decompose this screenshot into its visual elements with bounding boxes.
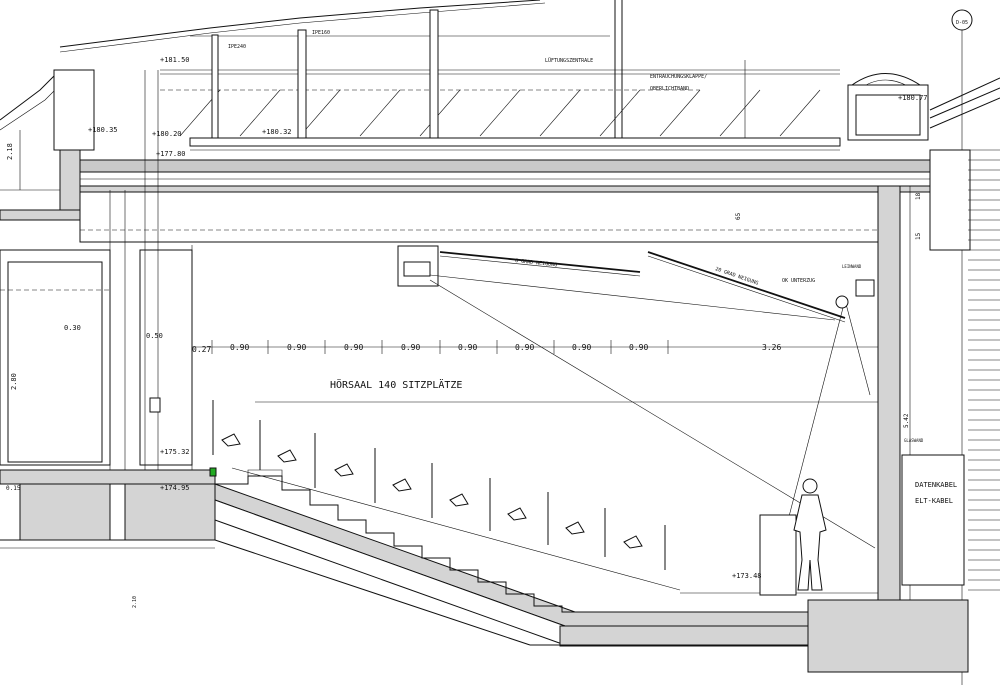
cable-box-line1: DATENKABEL — [915, 481, 957, 489]
seating-tiers — [212, 400, 969, 673]
dim-step: 0.90 — [458, 343, 477, 352]
label-ventilation: LÜFTUNGSZENTRALE — [545, 57, 593, 64]
roof-glazing-hatch — [179, 89, 821, 137]
dim-step: 0.90 — [344, 343, 363, 352]
dim-left-height: 2.80 — [10, 373, 18, 390]
left-corridor — [0, 70, 217, 549]
level-roof-mid-left: +180.20 — [152, 130, 182, 138]
dimension-row — [191, 340, 879, 403]
dim-last: 3.26 — [762, 343, 781, 352]
dim-first: 0.27 — [192, 345, 211, 354]
right-wall — [877, 149, 1000, 607]
label-smoke-roof: ENTRAUCHUNGSKLAPPE/ — [650, 74, 707, 80]
level-roof-right: +180.77 — [898, 94, 928, 102]
dim-col-height: 0.50 — [146, 332, 163, 340]
dim-left-mid: 0.30 — [64, 324, 81, 332]
level-roof-mid: +180.32 — [262, 128, 292, 136]
cable-box — [901, 454, 965, 586]
dim-beam-c: 15 — [915, 232, 922, 240]
label-foot: 0.15 — [6, 485, 21, 492]
dim-step: 0.90 — [230, 343, 249, 352]
dim-step: 0.90 — [572, 343, 591, 352]
level-slab-underside: +177.80 — [156, 150, 186, 158]
dim-step: 0.90 — [401, 343, 420, 352]
hall-title: HÖRSAAL 140 SITZPLÄTZE — [330, 378, 462, 391]
label-skylight: OBERLICHTBAND — [650, 86, 689, 92]
dim-left-small: 2.18 — [6, 143, 14, 160]
projector-icon — [403, 261, 431, 277]
level-floor-bottom: +173.48 — [732, 572, 762, 580]
speaker-icon — [835, 295, 849, 309]
dim-step: 0.90 — [287, 343, 306, 352]
dim-wall-height: 5.42 — [903, 413, 910, 428]
seat-row — [212, 400, 666, 570]
label-beam-right: IPE160 — [312, 30, 330, 36]
level-roof-top-left: +181.50 — [160, 56, 190, 64]
dim-beam-a: 65 — [735, 212, 742, 220]
label-wall-tag: GLASWAND — [904, 438, 924, 443]
dim-foundation: 2.10 — [132, 596, 138, 608]
dim-beam-b: 18 — [915, 192, 922, 200]
label-incline-6: 6 GRAD NEIGUNG — [515, 258, 558, 268]
axis-tag: D-05 — [956, 20, 968, 26]
facade-stripes — [968, 149, 1000, 591]
cable-box-line2: ELT-KABEL — [915, 497, 953, 505]
level-floor-left: +174.95 — [160, 484, 190, 492]
dim-step: 0.90 — [515, 343, 534, 352]
labels: HÖRSAAL 140 SITZPLÄTZE D-05 LÜFTUNGSZENT… — [6, 20, 968, 608]
level-entrance: +175.32 — [160, 448, 190, 456]
human-figure-icon — [793, 478, 827, 591]
label-projector-box: LEINWAND — [842, 264, 862, 269]
roof-slab — [0, 149, 941, 243]
dim-step: 0.90 — [629, 343, 648, 352]
level-roof-left: +180.35 — [88, 126, 118, 134]
label-beam-left: IPE240 — [228, 44, 246, 50]
label-ok-lighting: OK UNTERZUG — [782, 278, 815, 284]
